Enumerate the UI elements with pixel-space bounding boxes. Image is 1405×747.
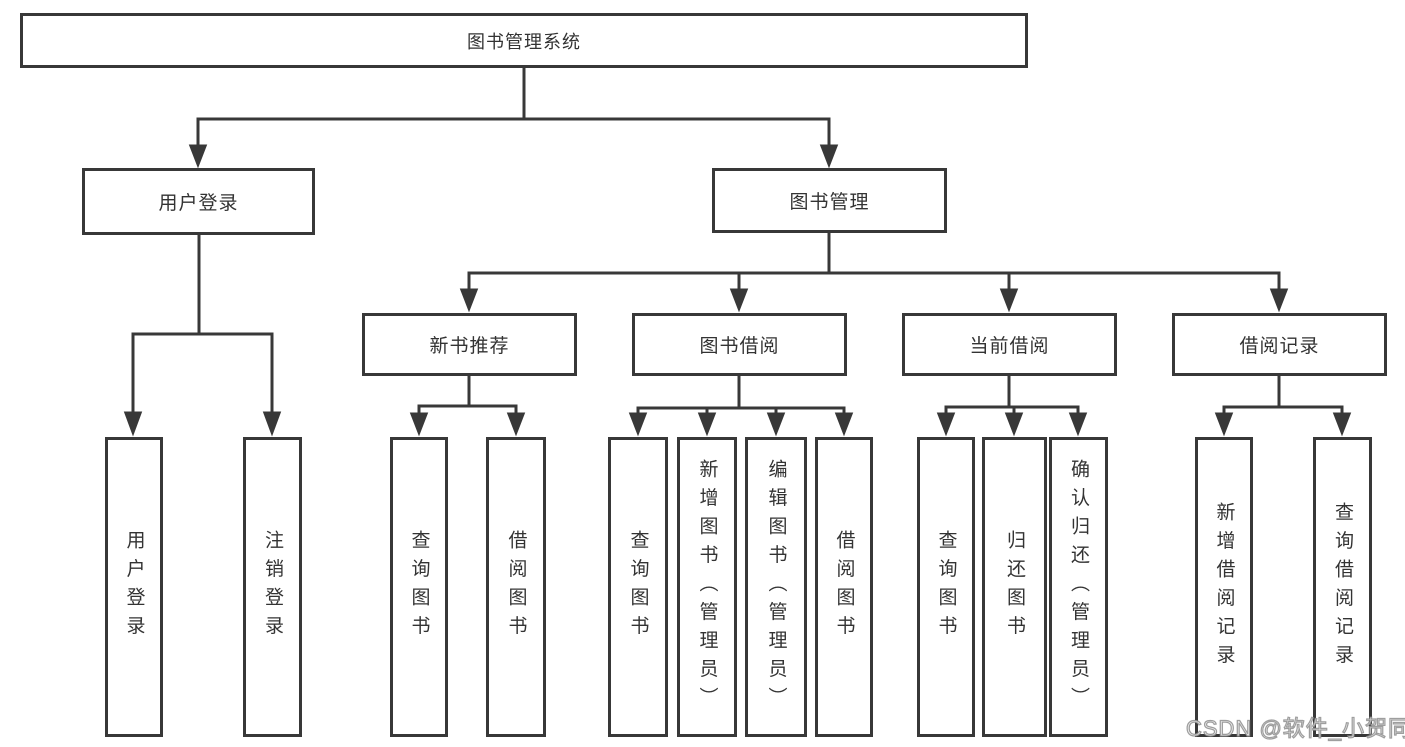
leaf-add-books-admin: 新增图书（管理员） xyxy=(677,437,737,737)
leaf-borrow-books-recommend-label: 借阅图书 xyxy=(505,530,527,644)
node-book-borrowing: 图书借阅 xyxy=(632,313,847,376)
node-book-management: 图书管理 xyxy=(712,168,947,233)
leaf-logout: 注销登录 xyxy=(243,437,302,737)
leaf-edit-books-admin: 编辑图书（管理员） xyxy=(745,437,807,737)
leaf-return-books: 归还图书 xyxy=(982,437,1047,737)
leaf-borrow-books-borrowing-label: 借阅图书 xyxy=(833,530,855,644)
leaf-add-borrow-record-label: 新增借阅记录 xyxy=(1213,501,1235,673)
node-current-borrowing-label: 当前借阅 xyxy=(969,336,1050,357)
leaf-add-borrow-record: 新增借阅记录 xyxy=(1195,437,1253,737)
leaf-borrow-books-recommend: 借阅图书 xyxy=(486,437,546,737)
node-borrowing-records-label: 借阅记录 xyxy=(1239,336,1320,357)
leaf-borrow-books-borrowing: 借阅图书 xyxy=(815,437,873,737)
node-book-borrowing-label: 图书借阅 xyxy=(699,336,780,357)
leaf-query-books-current: 查询图书 xyxy=(917,437,975,737)
leaf-edit-books-admin-label: 编辑图书（管理员） xyxy=(765,458,787,716)
node-current-borrowing: 当前借阅 xyxy=(902,313,1117,376)
node-user-login-label: 用户登录 xyxy=(158,193,239,214)
leaf-query-books-recommend-label: 查询图书 xyxy=(408,530,430,644)
csdn-watermark: CSDN @软件_小贺同学 xyxy=(1185,715,1405,741)
node-book-management-label: 图书管理 xyxy=(789,192,870,213)
leaf-query-books-current-label: 查询图书 xyxy=(935,530,957,644)
leaf-user-login: 用户登录 xyxy=(105,437,163,737)
node-library-management-system-label: 图书管理系统 xyxy=(467,31,581,52)
leaf-query-borrow-record-label: 查询借阅记录 xyxy=(1332,501,1353,673)
leaf-return-books-label: 归还图书 xyxy=(1004,530,1025,644)
node-new-book-recommendation-label: 新书推荐 xyxy=(429,336,510,357)
leaf-query-borrow-record: 查询借阅记录 xyxy=(1313,437,1372,737)
leaf-query-books-recommend: 查询图书 xyxy=(390,437,448,737)
node-new-book-recommendation: 新书推荐 xyxy=(362,313,577,376)
leaf-query-books-borrowing: 查询图书 xyxy=(608,437,668,737)
node-borrowing-records: 借阅记录 xyxy=(1172,313,1387,376)
leaf-confirm-return-admin-label: 确认归还（管理员） xyxy=(1068,458,1089,716)
leaf-user-login-label: 用户登录 xyxy=(123,530,145,644)
leaf-query-books-borrowing-label: 查询图书 xyxy=(627,530,649,644)
node-user-login: 用户登录 xyxy=(82,168,315,235)
leaf-logout-label: 注销登录 xyxy=(262,530,283,644)
leaf-confirm-return-admin: 确认归还（管理员） xyxy=(1049,437,1108,737)
node-library-management-system: 图书管理系统 xyxy=(20,13,1028,68)
leaf-add-books-admin-label: 新增图书（管理员） xyxy=(696,458,718,716)
